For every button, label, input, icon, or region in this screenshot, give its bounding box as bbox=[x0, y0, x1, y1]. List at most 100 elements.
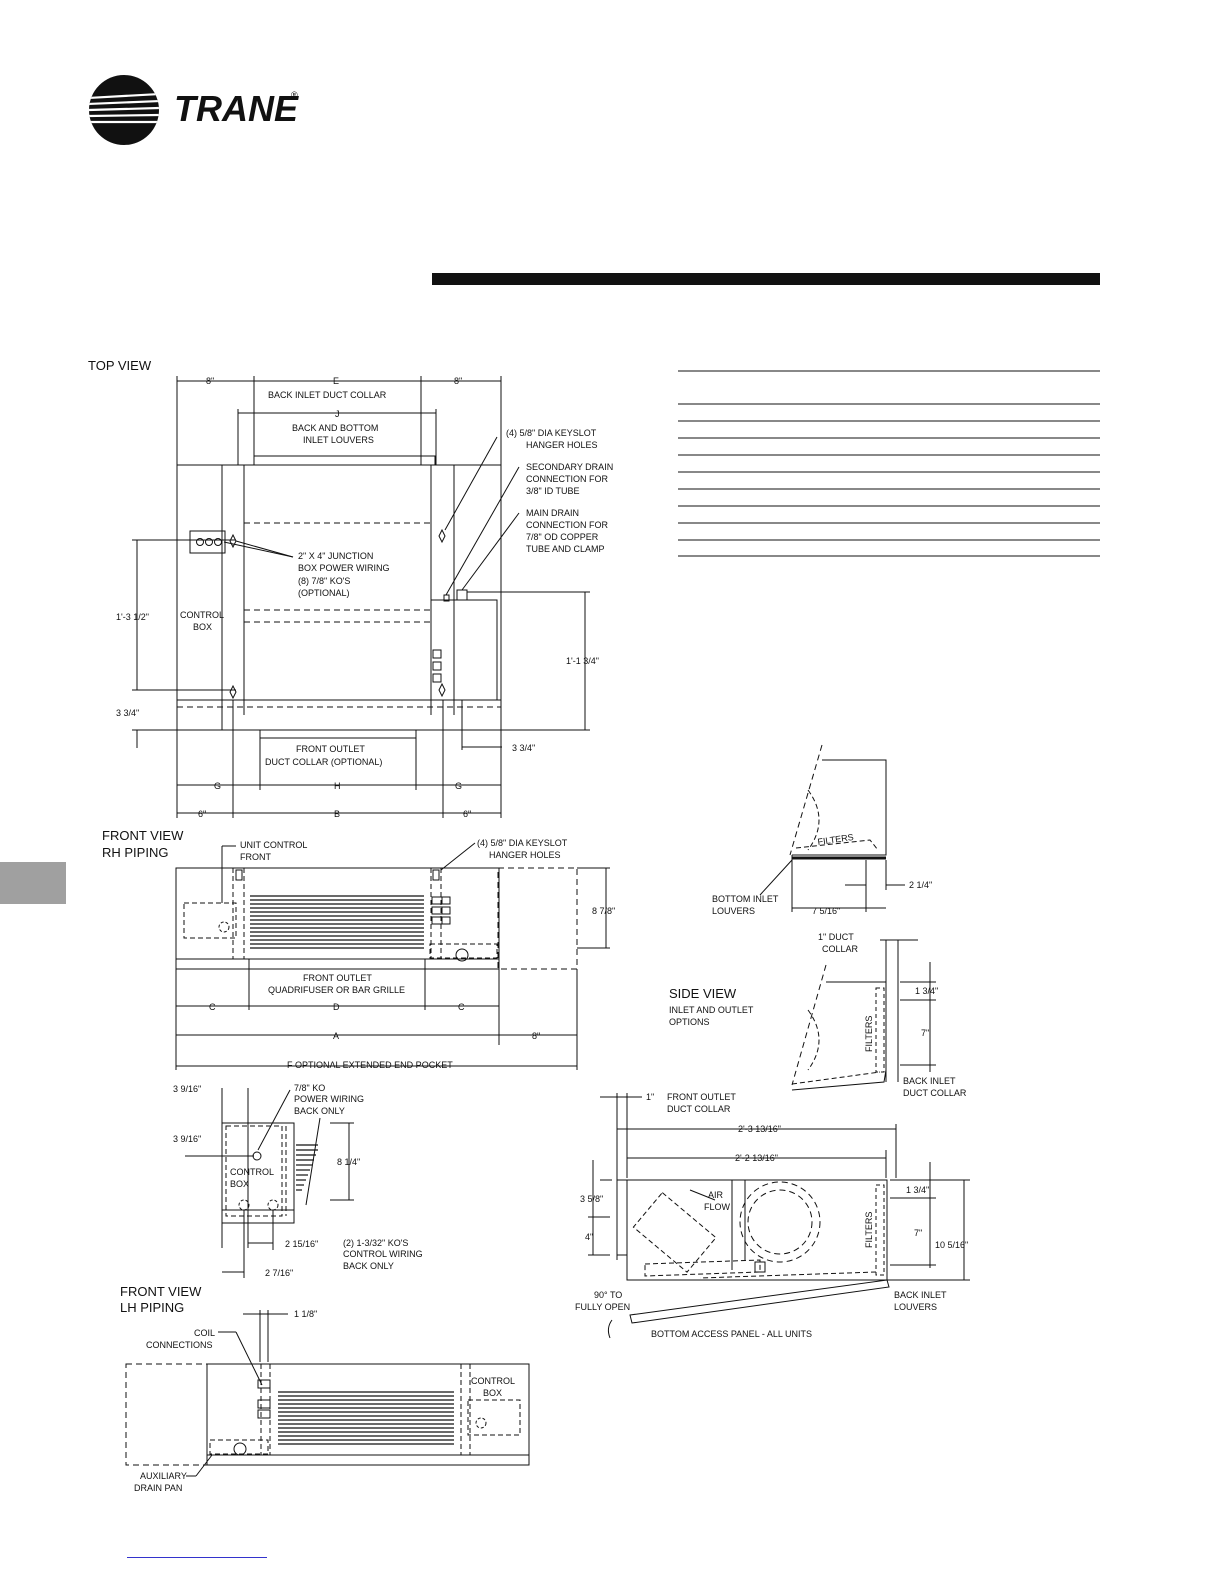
dim-d: D bbox=[333, 1002, 340, 1012]
air-flow-1: AIR bbox=[708, 1190, 724, 1200]
dim-1-1-3-4: 1'-1 3/4" bbox=[566, 656, 599, 666]
dim-2-1-4: 2 1/4" bbox=[909, 880, 932, 890]
registered-mark: ® bbox=[291, 90, 298, 100]
dim-a: A bbox=[333, 1031, 339, 1041]
lh-grille bbox=[278, 1391, 454, 1445]
dim-2-7-16: 2 7/16" bbox=[265, 1268, 293, 1278]
side-view-main: 1" FRONT OUTLET DUCT COLLAR 2'-3 13/16" … bbox=[575, 1092, 970, 1339]
options-2: OPTIONS bbox=[669, 1017, 710, 1027]
dim-7-5-16: 7 5/16" bbox=[812, 906, 840, 916]
dimension-table bbox=[678, 370, 1100, 560]
dim-7-b: 7" bbox=[914, 1228, 922, 1238]
back-inlet-collar-1: BACK INLET bbox=[903, 1076, 956, 1086]
filters-b: FILTERS bbox=[864, 1016, 874, 1052]
dim-c-right: C bbox=[458, 1002, 465, 1012]
keyslot-label-1: (4) 5/8" DIA KEYSLOT bbox=[506, 428, 597, 438]
bottom-inlet-1: BOTTOM INLET bbox=[712, 894, 779, 904]
front-lh-title-1: FRONT VIEW bbox=[120, 1284, 202, 1299]
rh-grille bbox=[250, 895, 424, 949]
end-view-outline bbox=[221, 1122, 295, 1224]
dim-8-ep: 8" bbox=[532, 1031, 540, 1041]
filters-a: FILTERS bbox=[817, 832, 854, 847]
dim-1-3-4-a: 1 3/4" bbox=[915, 986, 938, 996]
dim-2-15-16: 2 15/16" bbox=[285, 1239, 318, 1249]
dim-3-5-8: 3 5/8" bbox=[580, 1194, 603, 1204]
front-rh-title-2: RH PIPING bbox=[102, 845, 168, 860]
dim-g-left: G bbox=[214, 781, 221, 791]
dim-e: E bbox=[333, 376, 339, 386]
lh-end-pocket bbox=[125, 1363, 208, 1466]
kos-1: (2) 1-3/32" KO'S bbox=[343, 1238, 408, 1248]
end-view: 3 9/16" 3 9/16" 7/8" KO POWER WIRING BAC… bbox=[173, 1083, 423, 1278]
dim-8-7-8: 8 7/8" bbox=[592, 906, 615, 916]
dim-3-9-16-b: 3 9/16" bbox=[173, 1134, 201, 1144]
kos-2: CONTROL WIRING bbox=[343, 1249, 423, 1259]
lh-control-box-1: CONTROL bbox=[471, 1376, 515, 1386]
trane-circle-emblem bbox=[89, 75, 159, 145]
junction-2: BOX POWER WIRING bbox=[298, 563, 390, 573]
coil-2: CONNECTIONS bbox=[146, 1340, 213, 1350]
side-view-back-inlet: 1" DUCT COLLAR SIDE VIEW INLET AND OUTLE… bbox=[669, 932, 967, 1098]
trane-logo: TRANE ® bbox=[88, 74, 303, 146]
coil-1: COIL bbox=[194, 1328, 215, 1338]
main-drain-2: CONNECTION FOR bbox=[526, 520, 608, 530]
junction-3: (8) 7/8" KO'S bbox=[298, 576, 350, 586]
trane-wordmark: TRANE bbox=[174, 88, 298, 129]
front-outlet-1: FRONT OUTLET bbox=[296, 744, 365, 754]
header-rule bbox=[432, 273, 1100, 285]
side-front-outlet-2: DUCT COLLAR bbox=[667, 1104, 731, 1114]
bottom-panel-label: BOTTOM ACCESS PANEL - ALL UNITS bbox=[651, 1329, 812, 1339]
end-louvers bbox=[296, 1144, 318, 1191]
main-drain bbox=[456, 589, 468, 601]
end-control-box-1: CONTROL bbox=[230, 1167, 274, 1177]
unit-control-2: FRONT bbox=[240, 852, 271, 862]
control-box-1: CONTROL bbox=[180, 610, 224, 620]
lh-control-box-2: BOX bbox=[483, 1388, 502, 1398]
front-outlet-2: DUCT COLLAR (OPTIONAL) bbox=[265, 757, 382, 767]
side-unit-outline bbox=[626, 1179, 888, 1281]
front-lh-title-2: LH PIPING bbox=[120, 1300, 184, 1315]
dim-8-right: 8" bbox=[454, 376, 462, 386]
dim-2-2-13-16: 2'-2 13/16" bbox=[735, 1153, 778, 1163]
bottom-access-panel bbox=[629, 1279, 890, 1324]
dim-3-3-4-right: 3 3/4" bbox=[512, 743, 535, 753]
dim-8-left: 8" bbox=[206, 376, 214, 386]
dim-6-right: 6" bbox=[463, 809, 471, 819]
section-tab bbox=[0, 862, 66, 904]
fully-open-1: 90° TO bbox=[594, 1290, 622, 1300]
keyslot-label-2: HANGER HOLES bbox=[526, 440, 598, 450]
back-inlet-louvers-2: LOUVERS bbox=[894, 1302, 937, 1312]
front-view-lh: FRONT VIEW LH PIPING 1 1/8" COIL CONNECT… bbox=[120, 1284, 530, 1493]
junction-box bbox=[189, 530, 226, 554]
ko-3: BACK ONLY bbox=[294, 1106, 345, 1116]
top-view: TOP VIEW 8" E 8" BACK INLET DUCT COLLAR … bbox=[88, 358, 613, 819]
footer-link-underline[interactable] bbox=[127, 1557, 267, 1558]
secondary-drain-1: SECONDARY DRAIN bbox=[526, 462, 613, 472]
kos-3: BACK ONLY bbox=[343, 1261, 394, 1271]
duct-collar-1: 1" DUCT bbox=[818, 932, 854, 942]
lh-unit-outline bbox=[206, 1363, 530, 1466]
dim-b: B bbox=[334, 809, 340, 819]
rh-end-pocket bbox=[497, 867, 578, 970]
bottom-inlet-2: LOUVERS bbox=[712, 906, 755, 916]
control-box-2: BOX bbox=[193, 622, 212, 632]
aux-2: DRAIN PAN bbox=[134, 1483, 182, 1493]
dim-3-9-16-a: 3 9/16" bbox=[173, 1084, 201, 1094]
rh-keyslot-2: HANGER HOLES bbox=[489, 850, 561, 860]
rh-unit-outline bbox=[175, 867, 500, 970]
rh-front-outlet-1: FRONT OUTLET bbox=[303, 973, 372, 983]
side-front-outlet-1: FRONT OUTLET bbox=[667, 1092, 736, 1102]
dim-1-1-8: 1 1/8" bbox=[294, 1309, 317, 1319]
options-1: INLET AND OUTLET bbox=[669, 1005, 754, 1015]
louvers-label-2: INLET LOUVERS bbox=[303, 435, 374, 445]
dim-1-3-1-2: 1'-3 1/2" bbox=[116, 612, 149, 622]
filters-c: FILTERS bbox=[864, 1212, 874, 1248]
top-view-title: TOP VIEW bbox=[88, 358, 152, 373]
front-collar bbox=[259, 729, 417, 739]
dim-j: J bbox=[335, 409, 340, 419]
back-collar bbox=[253, 455, 436, 466]
main-drain-3: 7/8" OD COPPER bbox=[526, 532, 599, 542]
dim-h: H bbox=[334, 781, 341, 791]
keyslot-icon bbox=[438, 528, 446, 544]
